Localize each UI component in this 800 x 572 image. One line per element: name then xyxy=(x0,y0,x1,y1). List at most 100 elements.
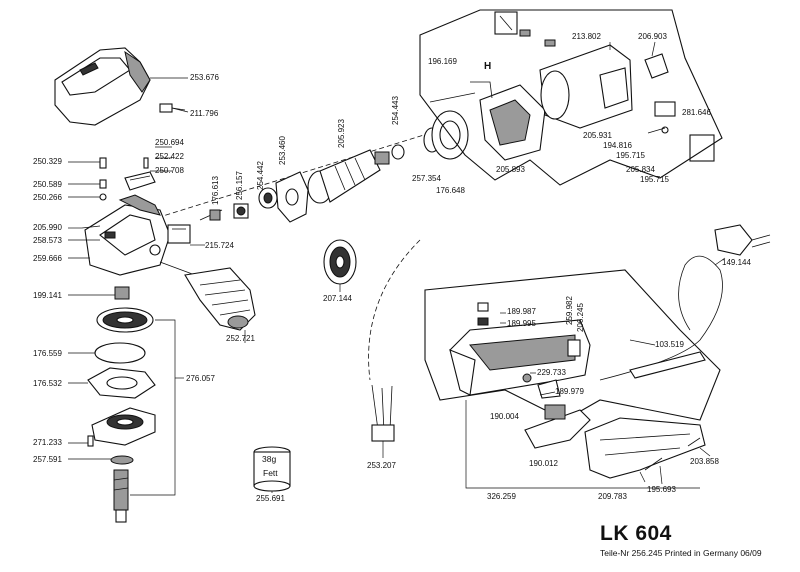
bolt-176613-part xyxy=(199,209,223,221)
armature-205923-part xyxy=(307,149,390,204)
nut-189995-part xyxy=(477,317,489,326)
spring-229733-part xyxy=(522,373,532,383)
screw-189987-part xyxy=(477,302,489,312)
label-250708: 250.708 xyxy=(155,166,184,175)
grease-can-label: Fett xyxy=(263,468,278,478)
label-229733: 229.733 xyxy=(537,368,566,377)
label-250266: 250.266 xyxy=(33,193,62,202)
label-176559: 176.559 xyxy=(33,349,62,358)
label-250329: 250.329 xyxy=(33,157,62,166)
label-205923: 205.923 xyxy=(337,119,346,148)
label-176648: 176.648 xyxy=(436,186,465,195)
label-252422: 252.422 xyxy=(155,152,184,161)
screw-271233-part xyxy=(87,435,94,447)
assembly-axis-line xyxy=(149,129,441,221)
small-parts-259982-part xyxy=(567,339,581,357)
switch-190012-part xyxy=(524,404,591,449)
label-176613: 176.613 xyxy=(211,176,220,205)
label-195715a: 195.715 xyxy=(616,151,645,160)
brush-assembly-top-part xyxy=(494,11,556,47)
housing-cover-part xyxy=(54,47,151,126)
side-handle-part xyxy=(159,261,256,331)
label-205990: 205.990 xyxy=(33,223,62,232)
grease-can-part xyxy=(253,446,291,492)
label-326259: 326.259 xyxy=(487,492,516,501)
label-259982: 259.982 xyxy=(565,296,574,325)
gasket-176532-part xyxy=(87,367,156,399)
label-195715b: 195.715 xyxy=(640,175,669,184)
label-189979: 189.979 xyxy=(555,387,584,396)
spindle-lock-button-part xyxy=(124,171,156,191)
pin-196169-part xyxy=(429,92,476,103)
brush-holder-215724-part xyxy=(167,224,191,244)
label-252721: 252.721 xyxy=(226,334,255,343)
label-196169: 196.169 xyxy=(428,57,457,66)
label-189987: 189.987 xyxy=(507,307,536,316)
wire-routing-line xyxy=(368,239,421,381)
label-257591: 257.591 xyxy=(33,455,62,464)
bearing-flange-part xyxy=(91,407,156,446)
label-281646: 281.646 xyxy=(682,108,711,117)
power-cable-part xyxy=(599,224,771,381)
washer-176559-part xyxy=(94,342,146,364)
screws-195693-part xyxy=(644,437,701,471)
bearing-plate-253460-part xyxy=(275,171,309,223)
label-207144: 207.144 xyxy=(323,294,352,303)
label-213802: 213.802 xyxy=(572,32,601,41)
label-256157: 256.157 xyxy=(235,171,244,200)
bearing-256157-part xyxy=(233,203,249,219)
label-209783: 209.783 xyxy=(598,492,627,501)
model-title: LK 604 xyxy=(600,522,672,545)
part-number-footer: Teile-Nr 256.245 Printed in Germany 06/0… xyxy=(600,548,762,558)
label-194816: 194.816 xyxy=(603,141,632,150)
label-257354: 257.354 xyxy=(412,174,441,183)
handle-shell-209783-part xyxy=(584,417,706,479)
bearing-254443-part xyxy=(391,144,405,160)
washer-257591-part xyxy=(110,455,134,465)
gear-housing-part xyxy=(84,194,171,276)
label-195693: 195.693 xyxy=(647,485,676,494)
label-H: H xyxy=(484,61,492,72)
output-spindle-part xyxy=(113,469,129,523)
bearing-254442-part xyxy=(258,187,278,209)
label-206903: 206.903 xyxy=(638,32,667,41)
label-103519: 103.519 xyxy=(655,340,684,349)
label-206245: 206.245 xyxy=(576,303,585,332)
label-253676: 253.676 xyxy=(190,73,219,82)
switch-189979-part xyxy=(537,379,561,399)
label-258573: 258.573 xyxy=(33,236,62,245)
label-176532: 176.532 xyxy=(33,379,62,388)
label-250694: 250.694 xyxy=(155,138,184,147)
label-215724: 215.724 xyxy=(205,241,234,250)
motor-housing-213802-part xyxy=(539,44,633,129)
label-149144: 149.144 xyxy=(722,258,751,267)
label-190004: 190.004 xyxy=(490,412,519,421)
nut-199141-part xyxy=(114,286,130,300)
label-253207: 253.207 xyxy=(367,461,396,470)
motor-group-frame xyxy=(419,9,723,186)
label-254442: 254.442 xyxy=(256,161,265,190)
label-276057: 276.057 xyxy=(186,374,215,383)
gasket-206903-part xyxy=(644,53,669,79)
label-250589: 250.589 xyxy=(33,180,62,189)
label-190012: 190.012 xyxy=(529,459,558,468)
label-271233: 271.233 xyxy=(33,438,62,447)
label-205893: 205.893 xyxy=(496,165,525,174)
label-211796: 211.796 xyxy=(190,109,219,118)
handle-group-frame xyxy=(424,269,721,421)
hook-H-part xyxy=(470,81,493,99)
grease-can-amount: 38g xyxy=(262,454,277,464)
label-253460: 253.460 xyxy=(278,136,287,165)
label-205931: 205.931 xyxy=(583,131,612,140)
label-205834: 205.834 xyxy=(626,165,655,174)
label-203858: 203.858 xyxy=(690,457,719,466)
field-coil-205893-part xyxy=(479,84,546,161)
label-189995: 189.995 xyxy=(507,319,536,328)
pinion-gear-207144-part xyxy=(323,239,357,285)
label-259666: 259.666 xyxy=(33,254,62,263)
crown-gear-part xyxy=(96,307,154,333)
wire-set-253207-part xyxy=(371,384,395,442)
label-254443: 254.443 xyxy=(391,96,400,125)
